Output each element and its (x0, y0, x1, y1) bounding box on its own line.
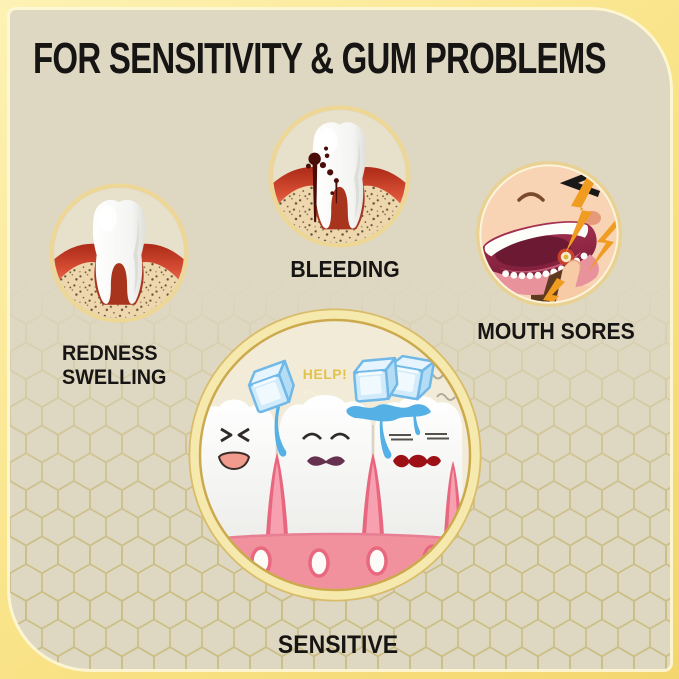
mouth-sores-illustration (476, 161, 622, 307)
sensitive-label: SENSITIVE (277, 631, 399, 659)
redness-line1: REDNESS (62, 341, 158, 365)
bleeding-illustration (268, 105, 411, 248)
mouth-sores-label: MOUTH SORES (477, 318, 635, 344)
redness-swelling-label: REDNESS SWELLING (62, 341, 166, 389)
page-title: FOR SENSITIVITY & GUM PROBLEMS (33, 34, 607, 83)
blood-drips-icon (305, 146, 339, 223)
tooth-faces (217, 427, 449, 471)
help-text: HELP! (302, 366, 348, 382)
redness-swelling-illustration (49, 183, 189, 323)
melt-drip-icon (274, 404, 431, 459)
pain-bolt-icon (537, 166, 617, 302)
bleeding-label: BLEEDING (290, 256, 400, 282)
redness-line2: SWELLING (62, 365, 167, 389)
mouth-sore-icon (481, 166, 617, 302)
content-panel: FOR SENSITIVITY & GUM PROBLEMS (10, 10, 670, 669)
sensitive-teeth-illustration (188, 308, 482, 602)
